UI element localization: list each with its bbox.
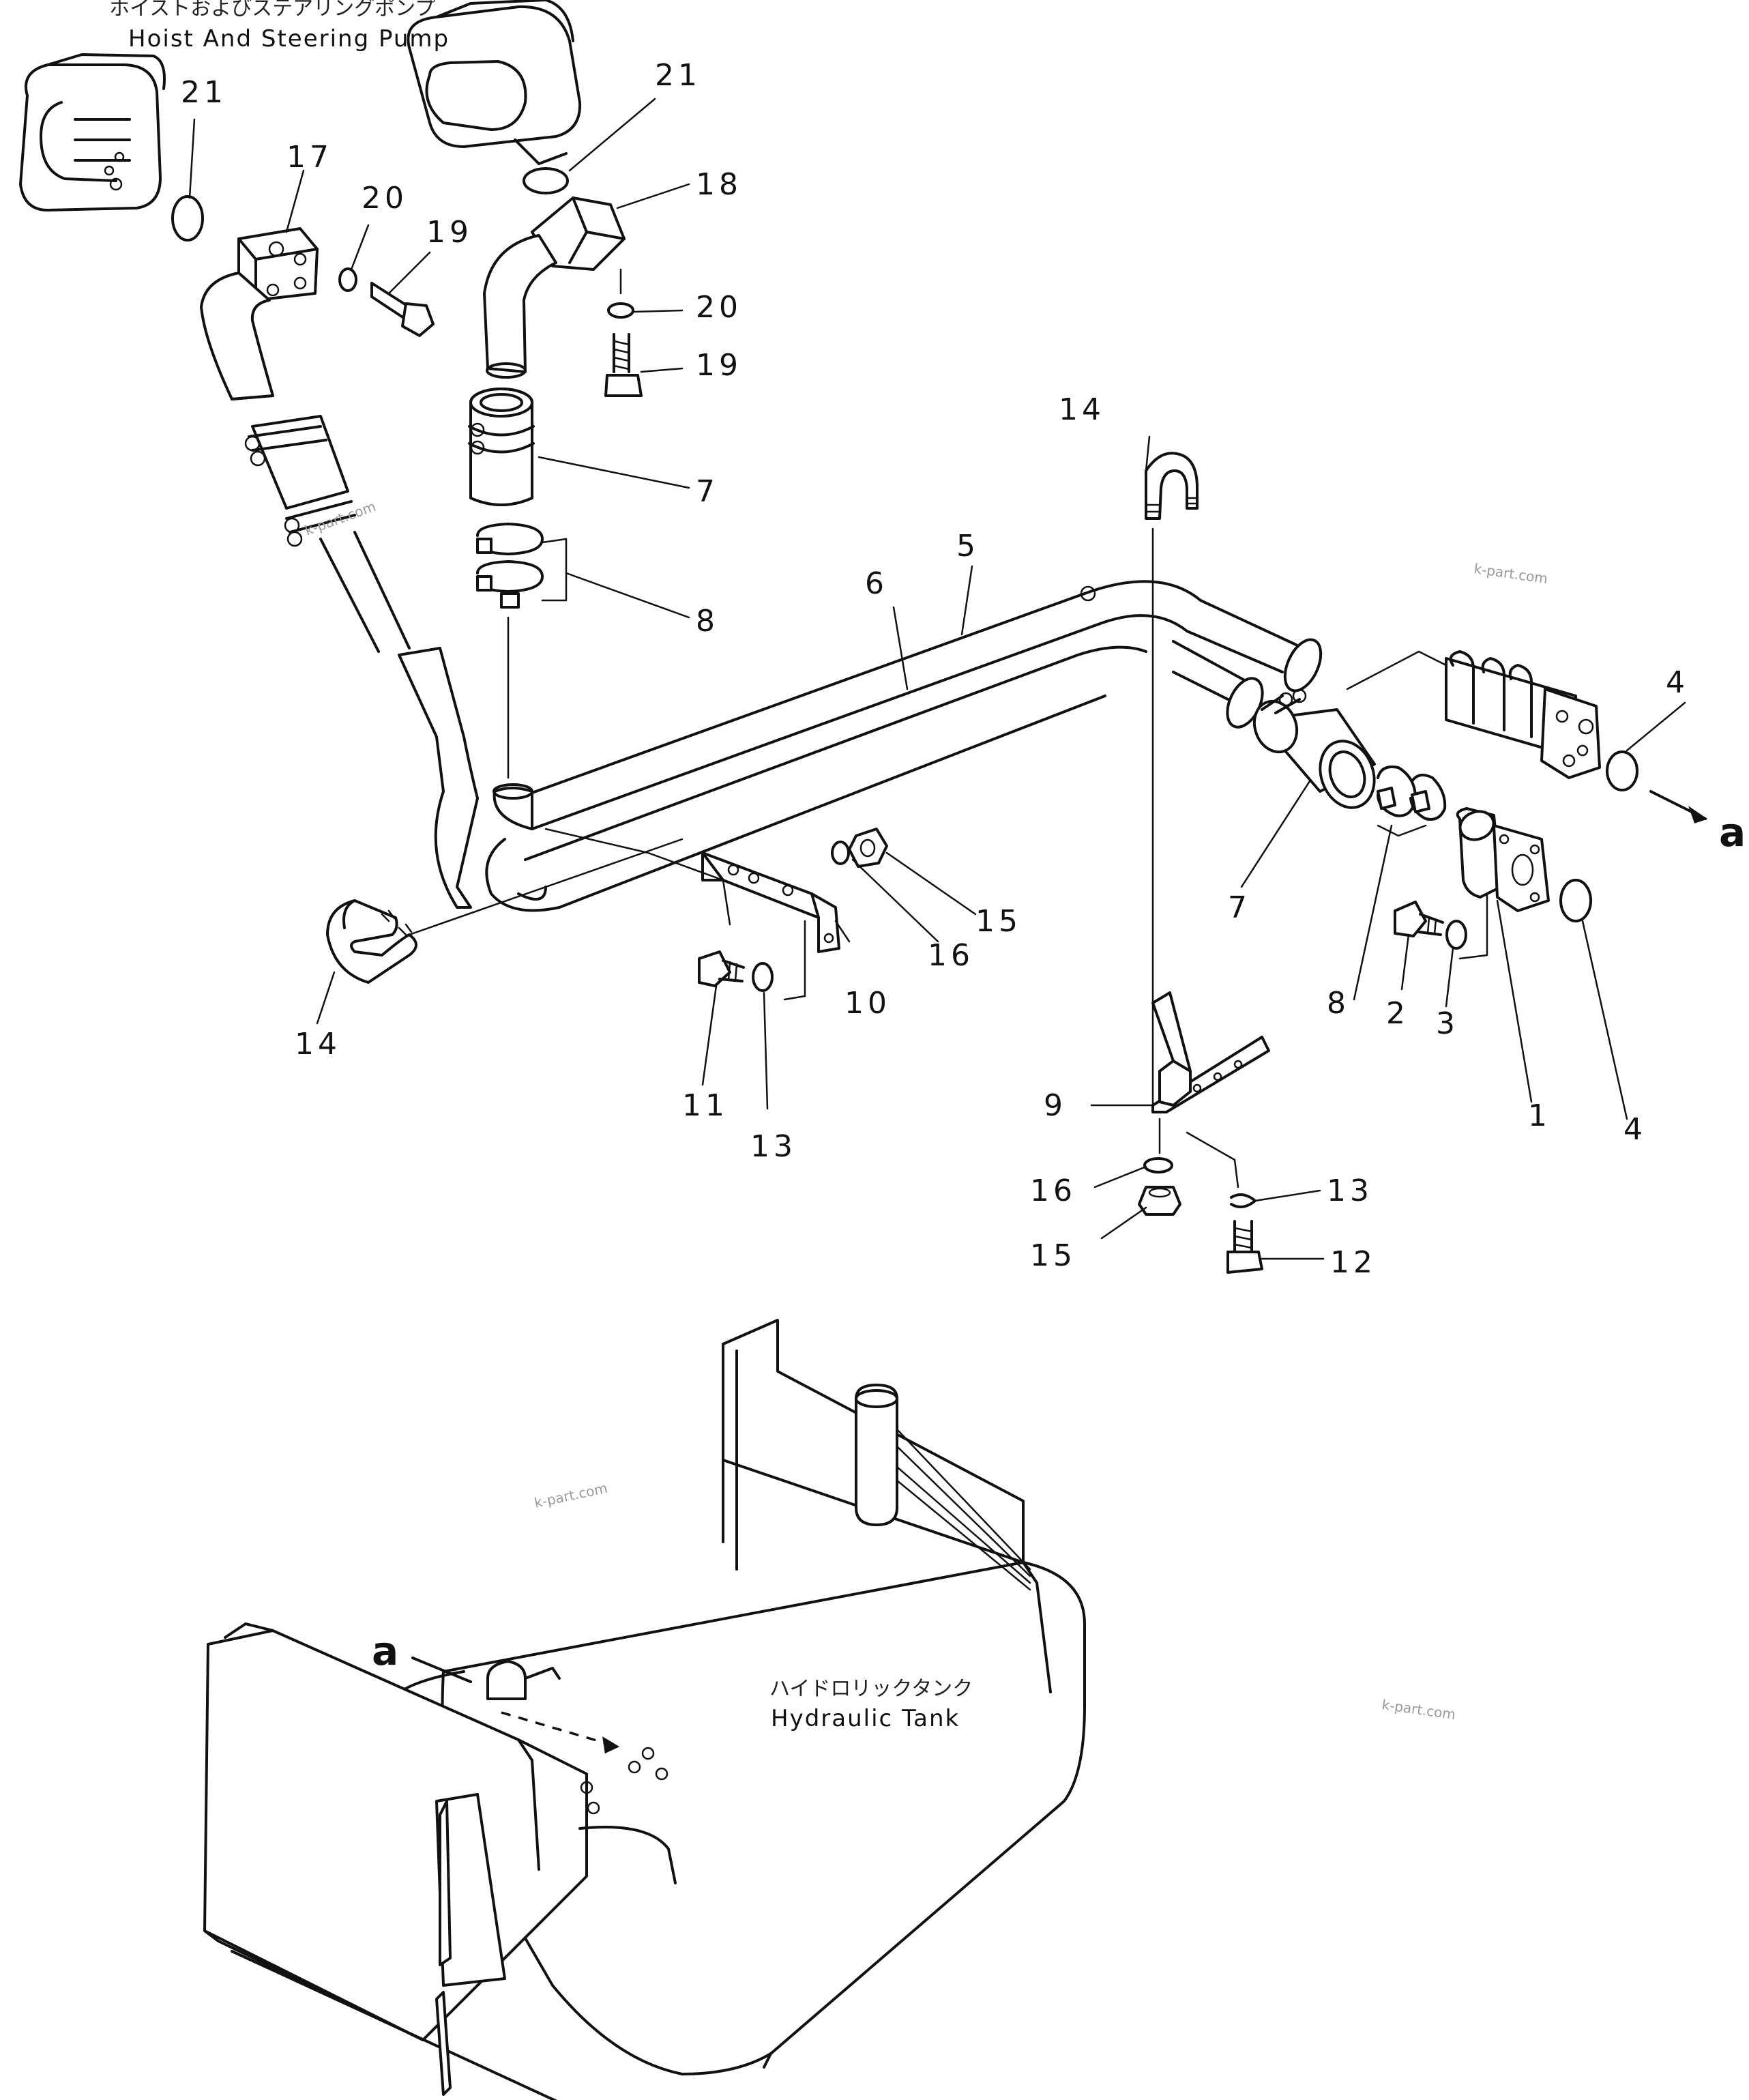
callout-15-lower: 15 [1030,1238,1076,1273]
pump-caption-jp: ホイストおよびステアリングポンプ [109,0,435,20]
callout-17: 17 [286,140,333,175]
callout-7-upper: 7 [696,474,719,509]
callout-16-middle: 16 [928,938,974,973]
pump-caption-en: Hoist And Steering Pump [128,25,450,53]
washer-16-lower [1143,1157,1173,1173]
callout-14-left: 14 [295,1027,341,1062]
callout-18: 18 [696,167,742,202]
watermark-4: k-part.com [1381,1696,1456,1723]
washer-20-left [338,267,357,292]
nut-15-middle [848,828,888,868]
washer-13-lower [1230,1193,1256,1208]
callout-7-right: 7 [1228,890,1251,925]
callout-19-left: 19 [426,215,473,250]
callout-4-upper: 4 [1666,665,1689,700]
callout-9: 9 [1044,1088,1067,1123]
o-ring-21-left [171,195,204,242]
callout-19-right: 19 [696,348,742,383]
callout-1: 1 [1528,1098,1551,1133]
watermark-2: k-part.com [1473,560,1548,587]
washer-20-right [607,302,634,319]
bracket-10 [544,828,840,953]
callout-11: 11 [682,1088,729,1123]
u-bolt-14-right [1145,452,1199,1107]
callout-16-lower: 16 [1030,1173,1076,1208]
o-ring-4-lower [1559,879,1592,922]
callout-5: 5 [956,529,980,564]
hose-7-upper [468,388,535,506]
callout-21-left: 21 [181,75,227,110]
bolt-2 [1394,901,1444,937]
hydraulic-tank [203,1319,1086,2100]
callout-4-lower: 4 [1623,1112,1647,1147]
callout-20-left: 20 [362,181,408,216]
bolt-19-right [604,333,643,397]
callout-6: 6 [865,566,888,601]
u-bolt-14-left [326,838,684,984]
watermark-3: k-part.com [533,1480,609,1511]
o-ring-4-upper [1606,750,1638,791]
tank-caption-en: Hydraulic Tank [771,1705,960,1732]
callout-2: 2 [1386,996,1409,1031]
callout-13-lower: 13 [1327,1173,1373,1208]
flange-fitting-upper-right [1346,650,1601,779]
elbow-17 [200,227,319,400]
callout-8-right: 8 [1327,986,1350,1021]
connection-letter-right: a [1719,809,1746,856]
washer-3 [1445,920,1467,950]
leader-lines [188,98,1686,1683]
bolt-11 [698,950,745,987]
callout-21-right: 21 [655,58,701,93]
hose-7-right [1252,688,1376,809]
nut-15-lower [1138,1186,1181,1216]
o-ring-21-right [523,167,569,194]
flange-1 [1456,807,1550,960]
callout-8-upper: 8 [696,604,719,639]
leader-bracket-10 [783,920,806,1001]
pump-housing-left [19,53,166,212]
tank-caption-jp: ハイドロリックタンク [769,1677,973,1701]
clamp-8-right [1377,765,1447,837]
washer-13-middle [752,962,774,992]
elbow-18 [483,196,626,379]
hose-left-vertical [244,415,479,909]
pump-housing-right [407,0,582,165]
callout-15-middle: 15 [975,904,1022,939]
bolt-19-left [370,282,435,337]
washer-16-middle [831,841,850,865]
callout-3: 3 [1436,1006,1459,1041]
bolt-12 [1226,1220,1263,1274]
callout-20-right: 20 [696,290,742,325]
connection-letter-tank: a [372,1628,398,1674]
callout-10: 10 [844,986,891,1021]
callout-14-right: 14 [1059,392,1105,427]
clamp-8-upper [476,523,568,609]
bracket-9 [1151,991,1270,1188]
callout-13-middle: 13 [750,1129,797,1164]
tube-5 [493,580,1323,830]
callout-12: 12 [1330,1245,1377,1280]
